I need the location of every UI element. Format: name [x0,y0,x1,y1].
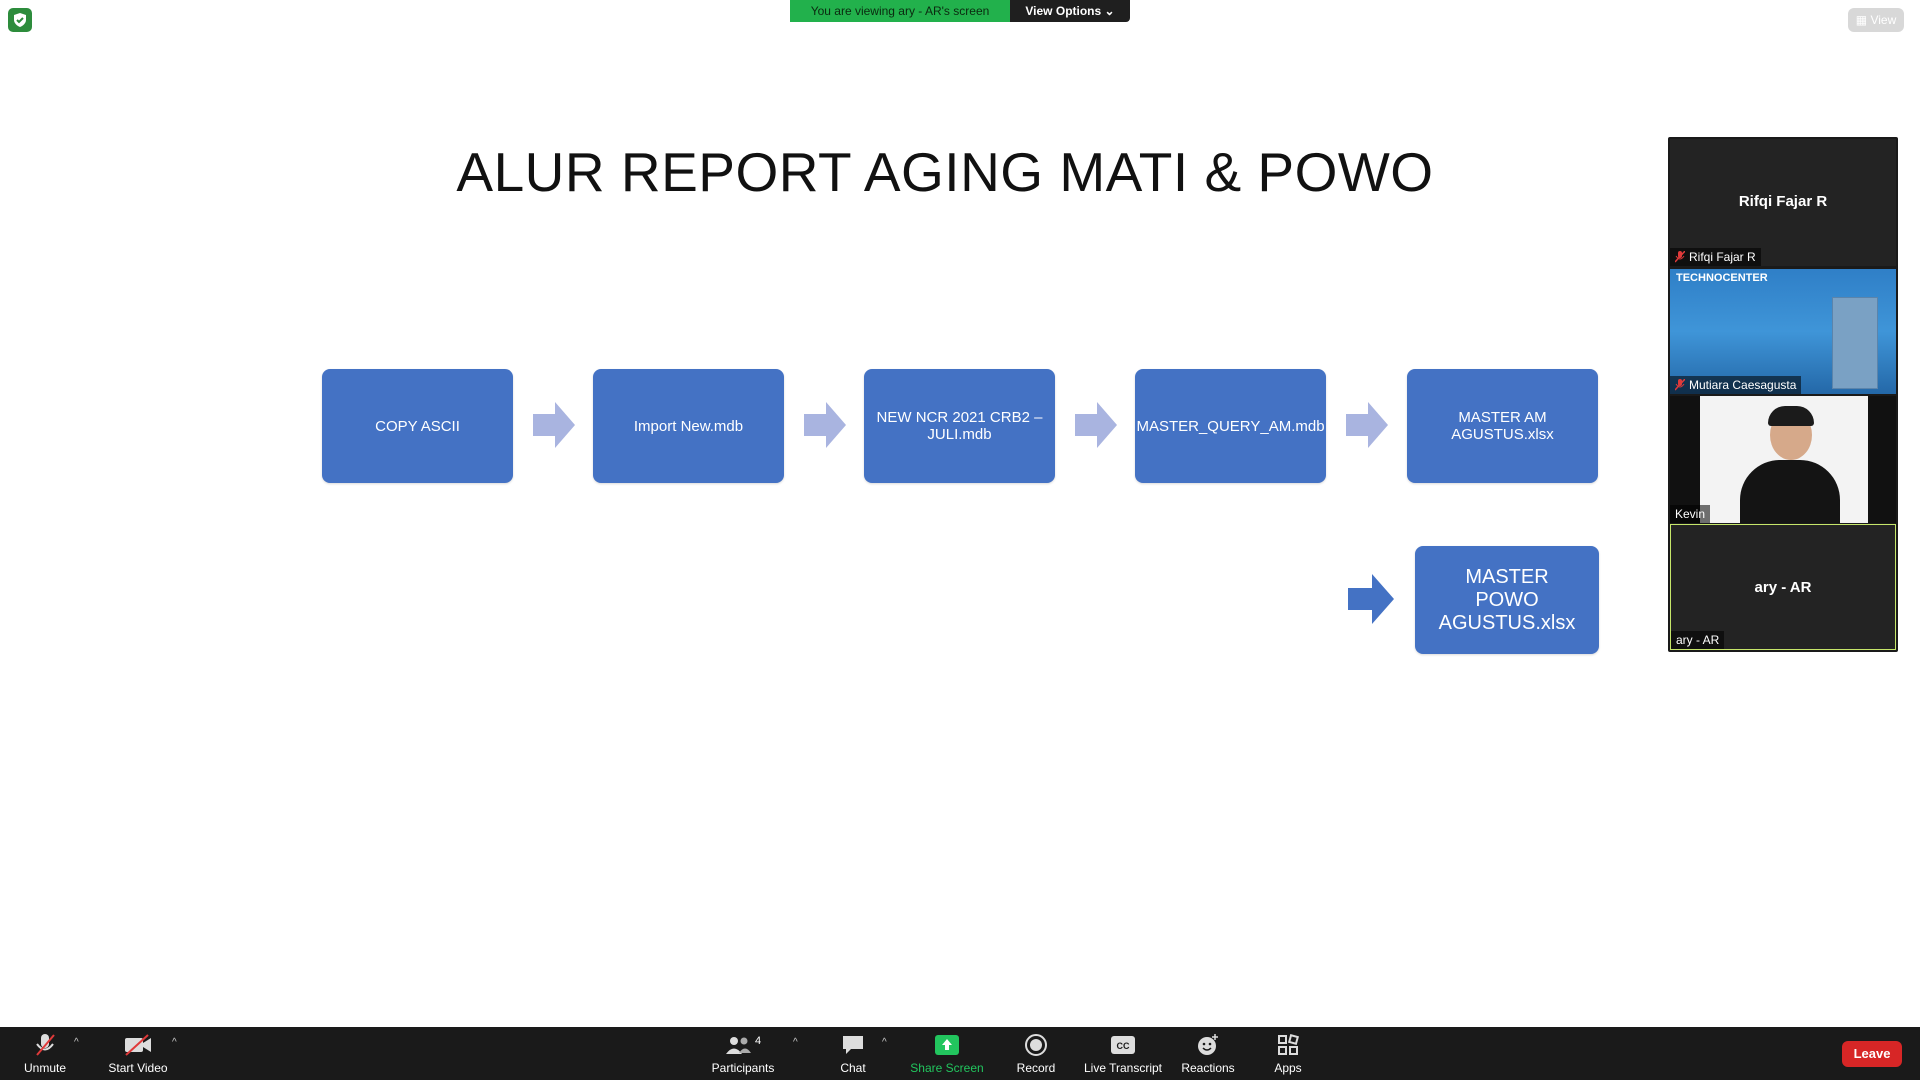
unmute-button[interactable]: Unmute [0,1033,90,1075]
apps-label: Apps [1274,1061,1302,1075]
viewing-status-text: You are viewing ary - AR's screen [790,0,1010,22]
participant-label-text: Kevin [1670,505,1711,523]
video-options-caret[interactable]: ^ [172,1037,177,1048]
flow-arrow-icon [533,402,575,448]
slide-title: ALUR REPORT AGING MATI & POWO [456,141,1434,203]
reactions-button[interactable]: Reactions [1163,1033,1253,1075]
participant-name: Rifqi Fajar R [1738,193,1828,210]
view-options-button[interactable]: View Options ⌄ [1010,0,1130,22]
video-tile-kevin[interactable]: Kevin [1670,396,1896,523]
reactions-icon [1198,1034,1218,1055]
start-video-label: Start Video [108,1061,168,1075]
apps-icon [1278,1034,1299,1055]
record-label: Record [1016,1061,1056,1075]
video-tile-rifqi[interactable]: Rifqi Fajar R Rifqi Fajar R [1670,139,1896,266]
mic-muted-icon [36,1034,55,1056]
video-off-icon [125,1034,151,1056]
audio-options-caret[interactable]: ^ [74,1037,79,1048]
view-button[interactable]: ▦ View [1848,8,1904,32]
grid-icon: ▦ [1855,13,1868,27]
mic-muted-icon [1675,379,1685,391]
flow-step-5: MASTER AM AGUSTUS.xlsx [1407,369,1598,483]
leave-button[interactable]: Leave [1842,1041,1902,1067]
background-banner-text: TECHNOCENTER [1676,272,1768,284]
flow-arrow-icon [1346,402,1388,448]
participants-options-caret[interactable]: ^ [793,1037,798,1048]
live-transcript-label: Live Transcript [1083,1061,1163,1075]
chat-label: Chat [840,1061,866,1075]
participant-label-text: ary - AR [1671,631,1725,649]
participant-label: Mutiara Caesagusta [1670,376,1802,394]
participants-count: 4 [754,1035,762,1047]
participant-label-text: Rifqi Fajar R [1689,250,1756,264]
record-icon [1025,1034,1047,1056]
participants-icon [725,1037,751,1054]
participant-label: Rifqi Fajar R [1670,248,1761,266]
participant-label-text: Mutiara Caesagusta [1689,378,1797,392]
unmute-label: Unmute [23,1061,67,1075]
flow-arrow-dark-icon [1348,574,1394,624]
apps-button[interactable]: Apps [1243,1033,1333,1075]
chat-button[interactable]: Chat [808,1033,898,1075]
view-options-label: View Options [1025,4,1102,18]
chat-icon [843,1036,863,1054]
start-video-button[interactable]: Start Video [93,1033,183,1075]
view-label: View [1870,13,1897,27]
security-shield-icon[interactable] [8,8,32,32]
camera-video [1700,396,1868,523]
video-tile-mutiara[interactable]: TECHNOCENTER Mutiara Caesagusta [1670,269,1896,394]
person-shirt [1740,460,1840,523]
screen-share-banner: You are viewing ary - AR's screen View O… [790,0,1130,22]
flow-step-final: MASTER POWO AGUSTUS.xlsx [1415,546,1599,654]
live-transcript-button[interactable]: CC Live Transcript [1078,1033,1168,1075]
flow-step-2: Import New.mdb [593,369,784,483]
building-image [1832,297,1878,389]
reactions-label: Reactions [1181,1061,1235,1075]
participant-name: ary - AR [1754,579,1812,596]
video-tile-ary[interactable]: ary - AR ary - AR [1670,524,1896,650]
share-screen-icon [935,1035,959,1055]
closed-caption-icon: CC [1111,1036,1135,1054]
flow-arrow-icon [1075,402,1117,448]
flow-arrow-icon [804,402,846,448]
flow-step-3: NEW NCR 2021 CRB2 – JULI.mdb [864,369,1055,483]
person-hair [1768,406,1814,426]
flow-step-1: COPY ASCII [322,369,513,483]
participants-video-panel: Rifqi Fajar R Rifqi Fajar R TECHNOCENTER… [1668,137,1898,652]
share-screen-button[interactable]: Share Screen [902,1033,992,1075]
chat-options-caret[interactable]: ^ [882,1037,887,1048]
svg-text:CC: CC [1117,1041,1130,1051]
participants-button[interactable]: 4 Participants [698,1033,788,1075]
flow-step-4: MASTER_QUERY_AM.mdb [1135,369,1326,483]
mic-muted-icon [1675,251,1685,263]
meeting-toolbar: Unmute ^ Start Video ^ 4 Participants ^ … [0,1027,1920,1080]
participants-label: Participants [711,1061,775,1075]
record-button[interactable]: Record [991,1033,1081,1075]
chevron-down-icon: ⌄ [1104,4,1115,18]
share-screen-label: Share Screen [910,1061,984,1075]
